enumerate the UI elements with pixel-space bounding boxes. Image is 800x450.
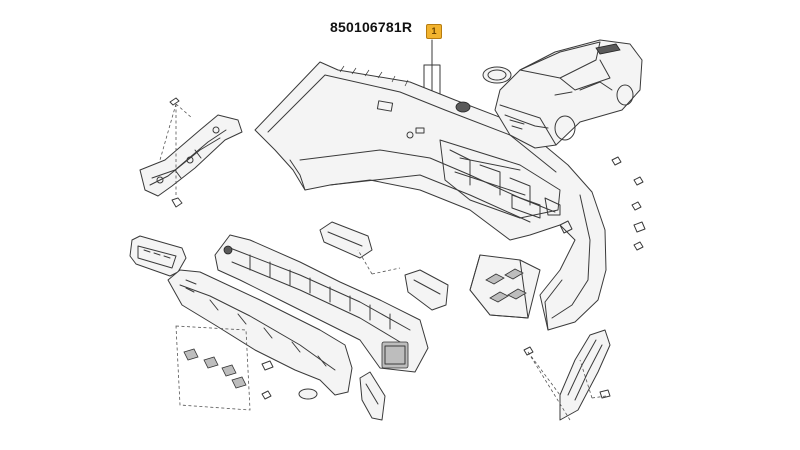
beam-bracket-right[interactable] [404,269,449,311]
lower-corner-bracket[interactable] [359,371,386,421]
beam-bracket-upper[interactable] [319,221,373,259]
sensor-cap[interactable] [482,66,512,84]
blanking-plug[interactable] [298,388,318,400]
left-bumper-bracket[interactable] [139,97,243,208]
rear-reflector-bezel[interactable] [129,235,187,277]
callout-marker-1[interactable]: 1 [426,24,442,39]
clip-set-outline[interactable] [175,325,274,411]
lower-diffuser-panel[interactable] [167,269,353,396]
right-bumper-bracket[interactable] [523,329,611,421]
bumper-reinforcement-beam[interactable] [214,234,429,373]
clip-fastener-kit[interactable] [469,254,541,319]
assembly-leader-lines [357,249,401,275]
car-locator-thumbnail [494,39,643,149]
push-clip-fasteners[interactable] [611,156,646,251]
part-number-label: 850106781R [330,19,413,35]
